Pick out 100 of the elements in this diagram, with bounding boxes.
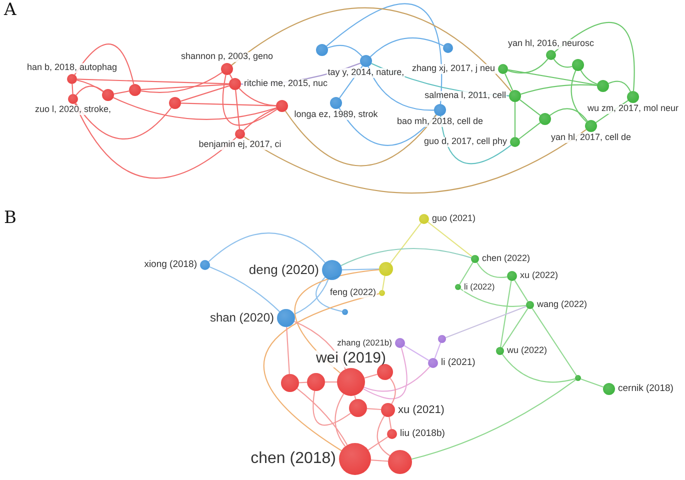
link-curve <box>140 72 222 93</box>
node-label: xiong (2018) <box>143 260 198 270</box>
link-curve <box>500 280 512 348</box>
node-label: deng (2020) <box>248 262 320 278</box>
link-curve <box>519 99 541 116</box>
node-label: zhang (2021b) <box>336 338 393 348</box>
node-label: guo d, 2017, cell phy <box>422 137 508 147</box>
link-curve <box>554 22 635 92</box>
link-curve <box>312 390 351 426</box>
link-curve <box>388 416 392 430</box>
node-circle <box>379 262 393 276</box>
node-circle <box>349 399 367 417</box>
node-circle <box>316 44 328 56</box>
link-curve <box>363 348 408 400</box>
link-curve <box>180 102 276 106</box>
panel-letter: B <box>4 210 16 227</box>
link-curve <box>325 381 337 383</box>
link-curve <box>446 306 526 338</box>
node-circle <box>129 84 141 96</box>
link-curve <box>76 86 104 96</box>
node-circle <box>276 100 288 112</box>
link-curve <box>231 8 512 92</box>
node-label: chen (2022) <box>481 254 532 264</box>
node-label: zuo l, 2020, stroke, <box>34 105 112 115</box>
node-label: ritchie me, 2015, nuc <box>243 79 329 89</box>
node-circle <box>377 364 393 380</box>
link-curve <box>113 97 276 120</box>
link-curve <box>502 308 528 348</box>
node-label: salmena l, 2011, cell <box>424 91 507 101</box>
link-curve <box>532 308 577 376</box>
node-label: li (2021) <box>440 358 476 368</box>
link-curve <box>296 388 348 446</box>
link-curve <box>180 85 230 102</box>
node-label: longa ez, 1989, strok <box>293 110 379 120</box>
link-curve <box>580 378 604 388</box>
node-circle <box>443 43 453 53</box>
node-label: shannon p, 2003, geno <box>180 52 274 62</box>
link-curve <box>390 222 422 264</box>
node-circle <box>388 450 412 474</box>
link-curve <box>411 379 576 460</box>
node-circle <box>281 374 299 392</box>
link-curve <box>208 232 326 264</box>
link-curve <box>72 84 74 94</box>
link-curve <box>364 374 378 379</box>
link-curve <box>74 103 237 179</box>
link-curve <box>460 288 526 307</box>
link-curve <box>286 326 290 374</box>
link-curve <box>368 436 388 450</box>
link-curve <box>608 80 631 92</box>
node-circle <box>342 309 348 315</box>
link-curve <box>75 102 172 140</box>
link-curve <box>518 122 541 140</box>
link-curve <box>550 108 588 122</box>
link-curve <box>114 90 130 94</box>
link-curve <box>434 342 442 358</box>
node-label: yan hl, 2017, cell de <box>550 133 632 143</box>
node-label: shan (2020) <box>208 311 275 325</box>
node-circle <box>438 335 446 343</box>
panel-letter: A <box>4 2 16 19</box>
node-circle <box>597 80 609 92</box>
link-curve <box>390 378 396 404</box>
link-curve <box>580 70 598 85</box>
link-curve <box>520 84 598 95</box>
link-curve <box>298 382 308 384</box>
link-curve <box>76 80 104 92</box>
node-label: wu zm, 2017, mol neur <box>586 104 680 114</box>
link-curve <box>264 293 380 452</box>
node-label: bao mh, 2018, cell de <box>396 117 484 127</box>
link-curve <box>209 266 280 312</box>
node-label: feng (2022) <box>328 288 377 298</box>
link-curve <box>244 129 586 194</box>
node-circle <box>102 89 114 101</box>
node-label: cernik (2018) <box>617 384 674 394</box>
link-curve <box>368 66 434 111</box>
link-curve <box>140 84 230 90</box>
link-curve <box>238 88 276 106</box>
link-curve <box>570 70 587 122</box>
link-curve <box>340 248 472 266</box>
link-curve <box>370 37 444 58</box>
node-label: han b, 2018, autophag <box>26 63 118 73</box>
node-label: xu (2021) <box>397 404 446 416</box>
link-curve <box>376 416 390 456</box>
link-curve <box>294 279 329 315</box>
link-curve <box>366 408 382 410</box>
link-curve <box>235 90 240 130</box>
link-curve <box>316 276 342 312</box>
node-circle <box>539 113 551 125</box>
link-curve <box>222 74 278 126</box>
node-label: benjamin ej, 2017, ci <box>198 140 282 150</box>
node-label: xu (2022) <box>519 271 560 281</box>
node-label: chen (2018) <box>250 450 337 468</box>
link-curve <box>326 3 442 104</box>
link-curve <box>553 58 572 68</box>
node-label: liu (2018b) <box>399 428 446 440</box>
link-curve <box>502 354 576 383</box>
node-label: yan hl, 2016, neurosc <box>506 39 596 49</box>
node-label: wu (2022) <box>506 346 548 356</box>
link-curve <box>243 108 277 131</box>
link-curve <box>404 345 429 361</box>
link-curve <box>508 58 548 74</box>
